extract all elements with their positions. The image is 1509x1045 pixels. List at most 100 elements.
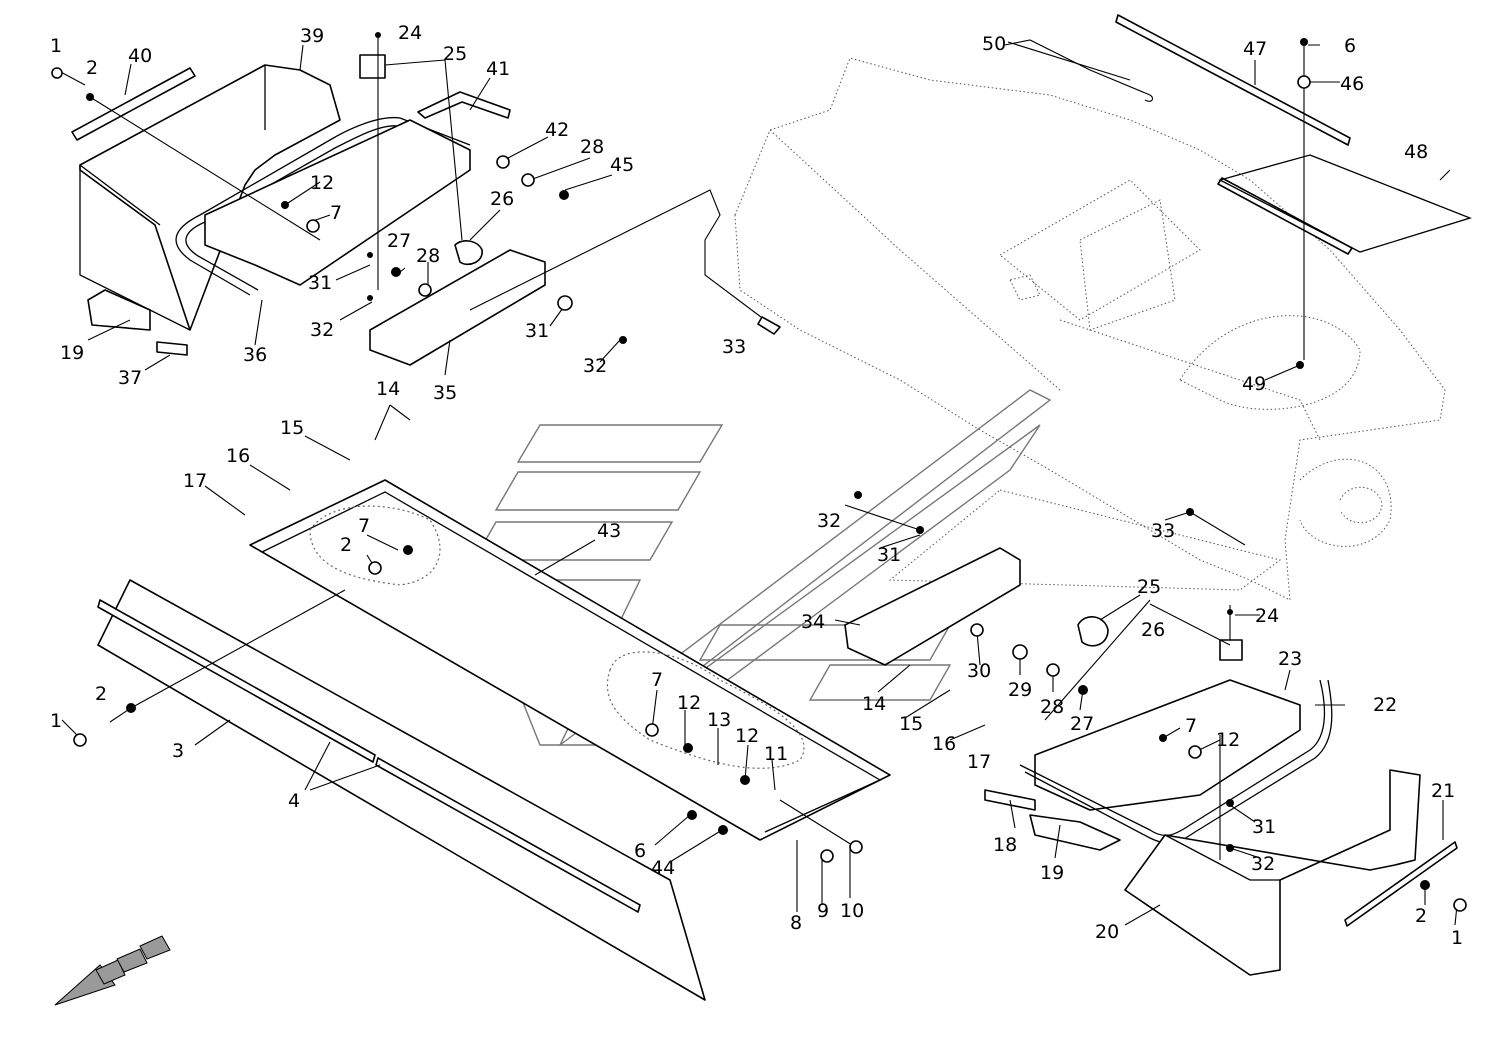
callout-42: 42 [545, 119, 569, 141]
callout-41: 41 [486, 58, 510, 80]
callout-32c: 32 [817, 510, 841, 532]
callout-1c: 1 [1451, 927, 1463, 949]
callout-31: 31 [308, 272, 332, 294]
leader-lines [56, 36, 1458, 926]
callout-26: 26 [490, 188, 514, 210]
callout-2: 2 [86, 57, 98, 79]
callout-1: 1 [50, 35, 62, 57]
callout-29: 29 [1008, 679, 1032, 701]
callout-14: 14 [376, 378, 400, 400]
bracket-41 [417, 91, 511, 119]
bracket-19-left [87, 289, 151, 331]
main-frame-43 [249, 479, 891, 841]
callout-16: 16 [226, 445, 250, 467]
callout-17b: 17 [967, 751, 991, 773]
callout-20: 20 [1095, 921, 1119, 943]
callout-24: 24 [398, 22, 422, 44]
callout-12d: 12 [1216, 729, 1240, 751]
callout-7: 7 [330, 202, 342, 224]
handle-36-tube [175, 116, 471, 296]
damper-26-right [1077, 616, 1109, 647]
callout-2b: 2 [340, 534, 352, 556]
callout-15: 15 [280, 417, 304, 439]
callout-22: 22 [1373, 694, 1397, 716]
callout-39: 39 [300, 25, 324, 47]
callout-1b: 1 [50, 710, 62, 732]
callout-labels: 1 2 40 39 24 25 41 42 28 45 12 7 26 27 2… [50, 22, 1463, 949]
callout-34: 34 [801, 611, 825, 633]
callout-50: 50 [982, 33, 1006, 55]
callout-43: 43 [597, 520, 621, 542]
strip-40 [71, 67, 196, 141]
callout-27: 27 [387, 230, 411, 252]
callout-32d: 32 [1251, 853, 1275, 875]
rubber-mount-24-right [1219, 639, 1243, 661]
callout-2c: 2 [95, 683, 107, 705]
callout-32b: 32 [583, 355, 607, 377]
callout-33b: 33 [1151, 520, 1175, 542]
rod-33 [469, 189, 766, 321]
callout-31c: 31 [877, 544, 901, 566]
callout-28c: 28 [1040, 696, 1064, 718]
hook-50 [1004, 39, 1154, 102]
callout-12b: 12 [677, 692, 701, 714]
mount-35 [369, 249, 546, 366]
callout-12c: 12 [735, 725, 759, 747]
machine-body-ghost [734, 57, 1446, 601]
callout-16b: 16 [932, 733, 956, 755]
rubber-mount-25 [359, 54, 386, 79]
callout-17: 17 [183, 470, 207, 492]
callout-23: 23 [1278, 648, 1302, 670]
callout-35: 35 [433, 382, 457, 404]
callout-48: 48 [1404, 141, 1428, 163]
bracket-19-right [1029, 814, 1121, 851]
callout-11: 11 [764, 743, 788, 765]
callout-28: 28 [580, 136, 604, 158]
callout-28b: 28 [416, 245, 440, 267]
callout-19: 19 [60, 342, 84, 364]
callout-9: 9 [817, 900, 829, 922]
support-frame-right [1034, 679, 1301, 811]
callout-14b: 14 [862, 693, 886, 715]
callout-25: 25 [443, 43, 467, 65]
bolt-33-upper [757, 316, 781, 335]
callout-44: 44 [651, 857, 675, 879]
fasteners [51, 32, 1467, 912]
callout-46: 46 [1340, 73, 1364, 95]
callout-13: 13 [707, 709, 731, 731]
damper-26 [454, 240, 483, 266]
callout-7c: 7 [651, 669, 663, 691]
callout-15b: 15 [899, 713, 923, 735]
front-shield-3 [97, 579, 706, 1001]
callout-7d: 7 [1185, 715, 1197, 737]
callout-8: 8 [790, 912, 802, 934]
callout-33: 33 [722, 336, 746, 358]
callout-45: 45 [610, 154, 634, 176]
strip-47 [1115, 14, 1351, 146]
callout-19b: 19 [1040, 862, 1064, 884]
mount-34 [844, 547, 1021, 666]
callout-37: 37 [118, 367, 142, 389]
callout-18: 18 [993, 834, 1017, 856]
cover-panel-20 [1124, 769, 1421, 976]
callout-4: 4 [288, 790, 300, 812]
callout-32: 32 [310, 319, 334, 341]
callout-6b: 6 [634, 840, 646, 862]
strip-21 [1344, 841, 1458, 927]
callout-25b: 25 [1137, 576, 1161, 598]
callout-27b: 27 [1070, 713, 1094, 735]
callout-31d: 31 [1252, 816, 1276, 838]
callout-12: 12 [310, 172, 334, 194]
callout-36: 36 [243, 344, 267, 366]
callout-40: 40 [128, 45, 152, 67]
callout-26b: 26 [1141, 619, 1165, 641]
callout-30: 30 [967, 660, 991, 682]
callout-47: 47 [1243, 38, 1267, 60]
panel-48 [1218, 154, 1472, 253]
strip-48 [1217, 177, 1353, 255]
callout-31b: 31 [525, 320, 549, 342]
support-frame-upper [204, 119, 471, 286]
callout-7b: 7 [358, 515, 370, 537]
callout-49: 49 [1242, 373, 1266, 395]
